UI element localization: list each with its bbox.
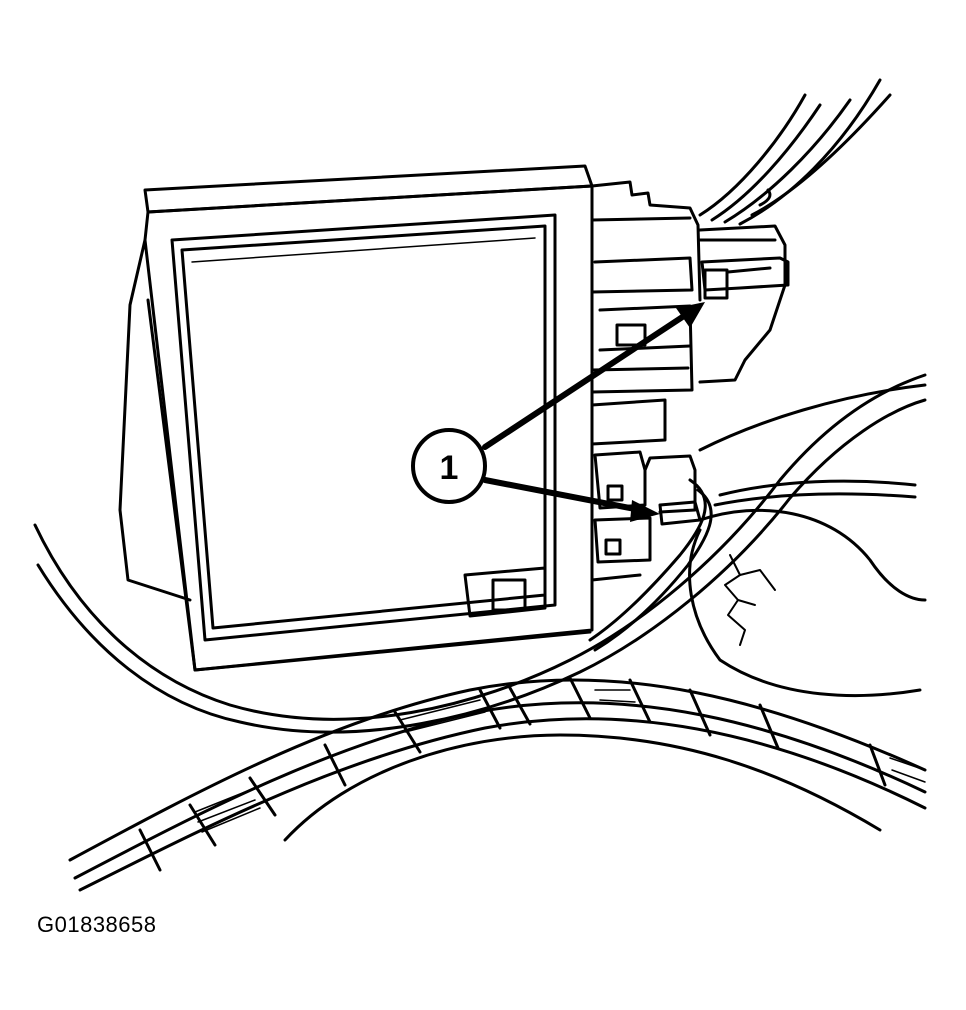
control-module (118, 164, 594, 672)
callout-label: 1 (440, 449, 459, 487)
torn-panel (688, 508, 927, 698)
taped-wire-bundle (68, 676, 927, 892)
callout-arrows (482, 302, 705, 522)
callout-circle (411, 428, 487, 504)
lower-wire-harness (33, 373, 927, 734)
connector-block-upper (590, 180, 790, 394)
upper-wire-bundle (698, 78, 892, 226)
connector-block-lower (588, 398, 713, 652)
figure-id: G01838658 (37, 912, 157, 937)
